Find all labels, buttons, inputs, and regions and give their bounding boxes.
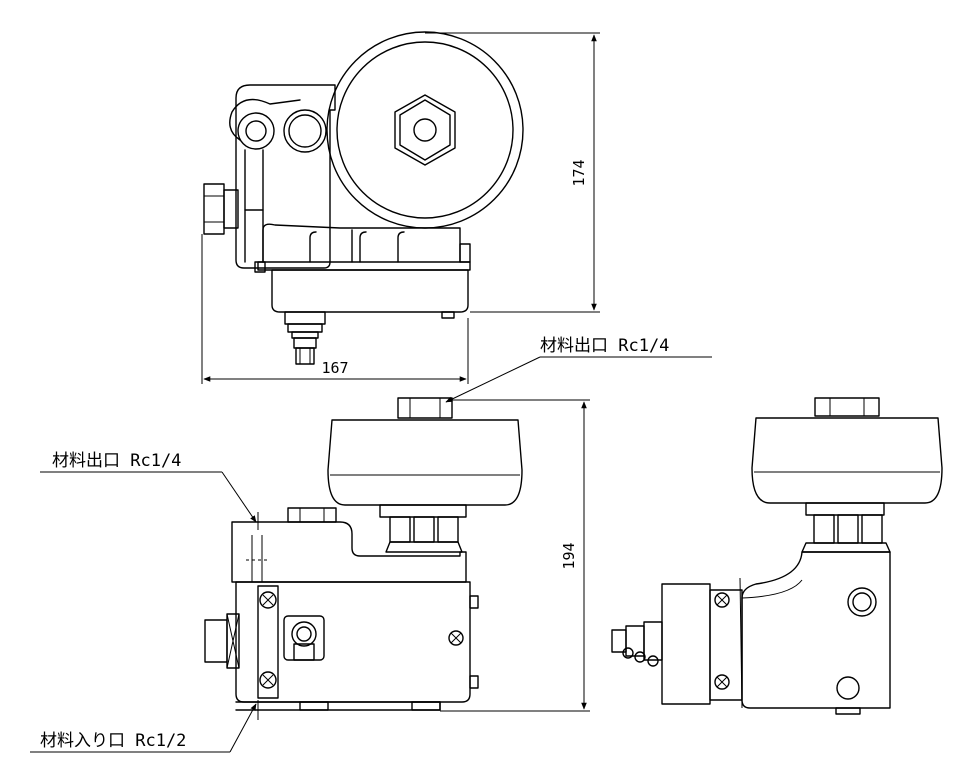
top-view-ear <box>229 98 301 141</box>
side-view-port-lower <box>836 676 860 700</box>
dim-height-front: 194 <box>440 399 590 712</box>
callout-outlet-top-label: 材料出口 Rc1/4 <box>540 336 669 356</box>
top-view-base-strip <box>257 261 471 271</box>
front-view <box>204 397 523 711</box>
callout-outlet-left: 材料出口 Rc1/4 <box>40 451 259 530</box>
dim-height-top-label: 174 <box>570 159 588 186</box>
front-view-screw-2 <box>259 671 277 689</box>
port-inner <box>288 114 322 148</box>
side-view-small-fitting <box>611 621 663 667</box>
side-view-body <box>741 551 891 709</box>
front-view-upper-block <box>231 521 467 583</box>
front-view-side-fitting <box>204 619 228 663</box>
top-view-cover-outer <box>326 31 524 229</box>
top-view-side-fitting <box>203 183 225 235</box>
port-ring <box>283 109 327 153</box>
top-view-bottom-fitting <box>284 311 326 365</box>
dim-height-front-label: 194 <box>560 542 578 569</box>
side-view-top-nut <box>814 397 880 417</box>
callout-inlet-label: 材料入り口 Rc1/2 <box>40 731 186 751</box>
callout-outlet-left-label: 材料出口 Rc1/4 <box>52 451 181 471</box>
callout-outlet-top: 材料出口 Rc1/4 <box>445 336 712 403</box>
top-view-nut-hole <box>413 118 437 142</box>
dim-height-top: 174 <box>425 32 600 313</box>
callout-inlet: 材料入り口 Rc1/2 <box>30 700 259 753</box>
front-view-connector <box>283 615 325 661</box>
top-view-cover-inner <box>336 41 514 219</box>
side-view-port-upper <box>847 587 877 617</box>
ear-ring <box>237 112 275 150</box>
front-view-top-nut <box>397 397 453 419</box>
side-view-cover <box>751 417 943 504</box>
top-view-base <box>271 269 469 313</box>
front-view-lower-block <box>235 581 471 703</box>
top-view-housing <box>235 84 336 269</box>
front-view-screw-1 <box>259 591 277 609</box>
side-view <box>611 397 943 715</box>
top-view <box>203 31 524 365</box>
side-view-flange <box>661 583 711 705</box>
front-view-cover <box>327 419 523 506</box>
dim-width-top-label: 167 <box>321 359 348 377</box>
top-view-hex-nut <box>394 94 456 166</box>
dim-width-top: 167 <box>201 234 469 384</box>
ear-hole <box>245 120 267 142</box>
front-view-screw-3 <box>448 630 464 646</box>
